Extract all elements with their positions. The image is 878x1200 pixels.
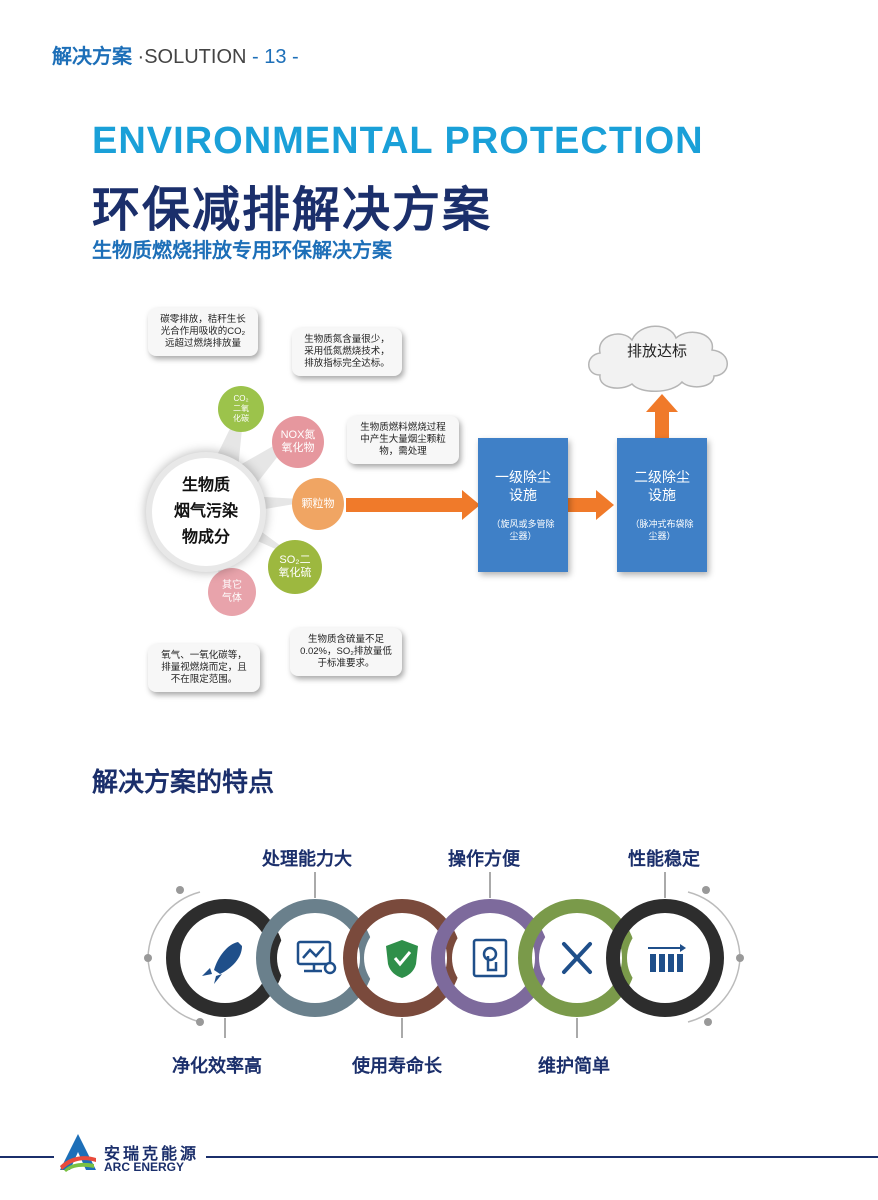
core-line: 物成分 xyxy=(181,529,230,546)
touch-screen-icon xyxy=(472,938,508,978)
node-so2-line: 氧化硫 xyxy=(278,567,312,579)
footer-line-left xyxy=(0,1156,54,1158)
title-english: ENVIRONMENTAL PROTECTION xyxy=(92,120,704,162)
node-so2: SO₂二 氧化硫 xyxy=(268,540,322,594)
arrow-to-stage1 xyxy=(346,498,462,512)
bar-chart-icon xyxy=(648,944,686,972)
bubble-other-line: 氧气、一氧化碳等， xyxy=(161,650,247,661)
bubble-co2-line: 远超过燃烧排放量 xyxy=(164,338,241,349)
page-header: 解决方案 ·SOLUTION - 13 - xyxy=(52,40,299,69)
stage1-detail: （旋风或多管除 xyxy=(491,519,555,529)
bubble-so2-line: 于标准要求。 xyxy=(317,658,375,669)
feature-long-life: 使用寿命长 xyxy=(352,1056,442,1076)
bubble-nox: 生物质氮含量很少， 采用低氮燃烧技术， 排放指标完全达标。 xyxy=(292,328,402,376)
core-node: 生物质 烟气污染 物成分 xyxy=(152,458,260,566)
bubble-particle-line: 中产生大量烟尘颗粒 xyxy=(360,434,446,445)
bubble-nox-line: 采用低氮燃烧技术， xyxy=(304,346,390,357)
features-rings xyxy=(144,872,744,1038)
cloud-label: 排放达标 xyxy=(626,343,687,360)
diagram-connectors xyxy=(180,325,728,590)
node-co2-line: 化碳 xyxy=(233,414,249,423)
node-co2: CO₂ 二氧 化碳 xyxy=(218,386,264,432)
cloud-shape xyxy=(588,325,728,392)
subtitle: 生物质燃烧排放专用环保解决方案 xyxy=(92,240,392,262)
node-so2-line: SO₂二 xyxy=(279,554,311,566)
node-co2-line: 二氧 xyxy=(233,404,249,413)
title-chinese: 环保减排解决方案 xyxy=(92,184,493,237)
stage2-title: 设施 xyxy=(648,487,676,503)
node-nox: NOX氮 氧化物 xyxy=(272,416,324,468)
node-nox-line: 氧化物 xyxy=(281,442,315,454)
core-line: 烟气污染 xyxy=(173,503,238,520)
node-other-line: 其它 xyxy=(222,580,242,591)
stage1-detail: 尘器） xyxy=(509,531,537,541)
header-cn: 解决方案 xyxy=(52,46,132,68)
bubble-so2: 生物质含硫量不足 0.02%，SO₂排放量低 于标准要求。 xyxy=(290,628,402,676)
stage2-title: 二级除尘 xyxy=(634,469,690,485)
node-nox-line: NOX氮 xyxy=(280,429,316,441)
bubble-co2-line: 光合作用吸收的CO₂ xyxy=(160,326,246,337)
bubble-nox-line: 排放指标完全达标。 xyxy=(304,358,390,369)
bubble-so2-line: 生物质含硫量不足 xyxy=(307,634,384,645)
features-title: 解决方案的特点 xyxy=(92,767,275,797)
bubble-particle-line: 生物质燃料燃烧过程 xyxy=(360,422,446,433)
bubble-so2-line: 0.02%，SO₂排放量低 xyxy=(300,646,392,657)
stage1-title: 设施 xyxy=(509,487,537,503)
logo-chinese: 安瑞克能源 xyxy=(104,1146,200,1163)
core-line: 生物质 xyxy=(181,477,230,494)
shield-check-icon xyxy=(386,940,418,978)
bubble-particle-line: 物，需处理 xyxy=(379,446,427,457)
node-co2-line: CO₂ xyxy=(233,394,249,403)
feature-easy-maintenance: 维护简单 xyxy=(538,1056,610,1076)
monitor-gear-icon xyxy=(296,940,337,975)
arc-logo-icon xyxy=(60,1134,96,1172)
rocket-icon xyxy=(202,942,242,984)
logo-english: ARC ENERGY xyxy=(104,1160,185,1174)
bubble-particle: 生物质燃料燃烧过程 中产生大量烟尘颗粒 物，需处理 xyxy=(347,416,459,464)
stage1-title: 一级除尘 xyxy=(495,469,551,485)
header-en: ·SOLUTION xyxy=(132,46,247,68)
feature-stable-performance: 性能稳定 xyxy=(628,849,700,869)
arrow-to-cloud xyxy=(655,410,669,438)
stage2-detail: （脉冲式布袋除 xyxy=(630,519,694,529)
footer-line-right xyxy=(206,1156,878,1158)
page-number: - 13 - xyxy=(246,46,299,68)
arrow-to-stage2 xyxy=(568,498,598,512)
feature-capacity: 处理能力大 xyxy=(262,849,352,869)
bubble-nox-line: 生物质氮含量很少， xyxy=(304,334,390,345)
bubble-other-line: 不在限定范围。 xyxy=(170,674,238,685)
feature-efficiency: 净化效率高 xyxy=(172,1056,262,1076)
bubble-co2: 碳零排放，秸秆生长 光合作用吸收的CO₂ 远超过燃烧排放量 xyxy=(148,308,258,356)
bubble-other: 氧气、一氧化碳等， 排量视燃烧而定，且 不在限定范围。 xyxy=(148,644,260,692)
node-particle: 颗粒物 xyxy=(292,478,344,530)
bubble-co2-line: 碳零排放，秸秆生长 xyxy=(160,314,246,325)
bubble-other-line: 排量视燃烧而定，且 xyxy=(161,662,247,673)
stage2-box: 二级除尘设施 （脉冲式布袋除尘器） xyxy=(617,438,707,572)
stage2-detail: 尘器） xyxy=(648,531,676,541)
stage1-box: 一级除尘设施 （旋风或多管除尘器） xyxy=(478,438,568,572)
feature-easy-operation: 操作方便 xyxy=(448,849,520,869)
wrench-screwdriver-icon xyxy=(562,942,592,974)
node-other-line: 气体 xyxy=(222,593,242,604)
node-other: 其它 气体 xyxy=(208,568,256,616)
